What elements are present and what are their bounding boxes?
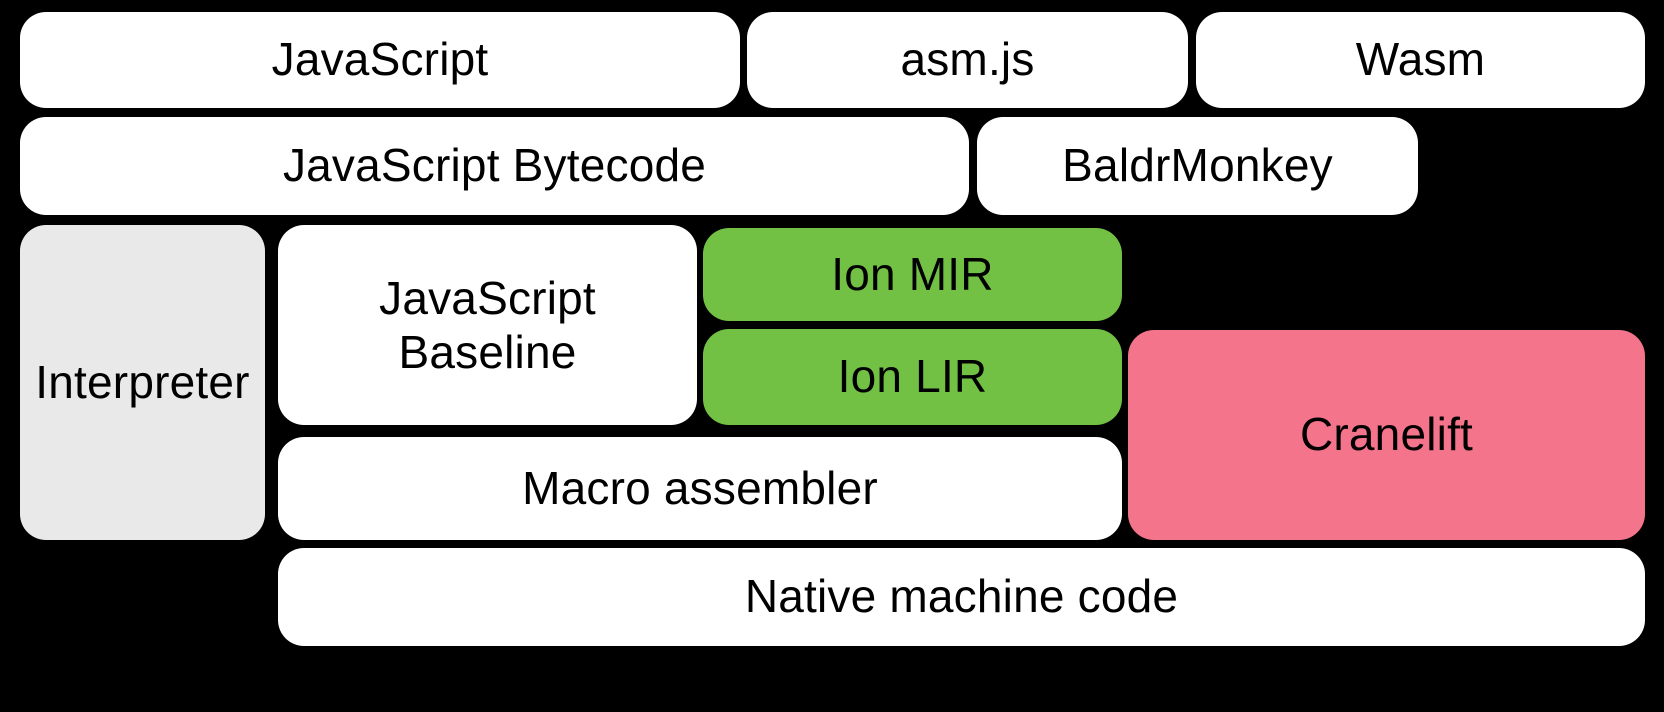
node-javascript-bytecode: JavaScript Bytecode xyxy=(20,117,969,215)
node-native-machine-code: Native machine code xyxy=(278,548,1645,646)
node-ion-lir: Ion LIR xyxy=(703,329,1122,425)
node-cranelift: Cranelift xyxy=(1128,330,1645,540)
node-wasm: Wasm xyxy=(1196,12,1645,108)
node-interpreter: Interpreter xyxy=(20,225,265,540)
node-baldrmonkey: BaldrMonkey xyxy=(977,117,1418,215)
node-macro-assembler: Macro assembler xyxy=(278,437,1122,540)
node-ion-mir: Ion MIR xyxy=(703,228,1122,321)
node-asm-js: asm.js xyxy=(747,12,1188,108)
node-javascript-baseline: JavaScript Baseline xyxy=(278,225,697,425)
node-javascript: JavaScript xyxy=(20,12,740,108)
